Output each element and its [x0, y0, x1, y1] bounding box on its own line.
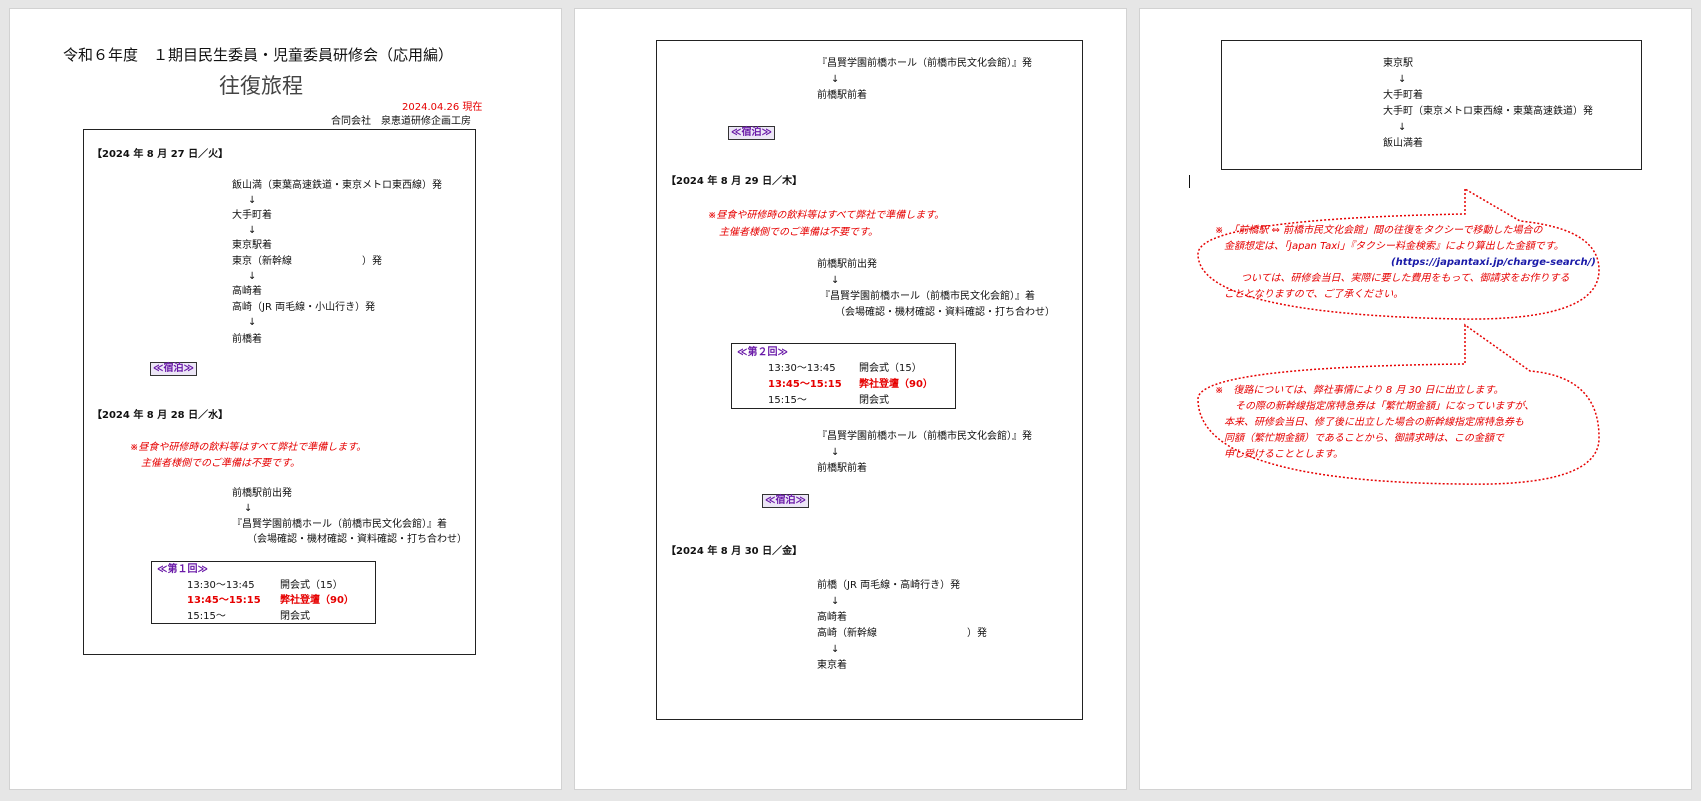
callout-2-text: その際の新幹線指定席特急券は「繁忙期金額」になっていますが、 [1235, 401, 1535, 412]
itinerary-step-detail: （会場確認・機材確認・資料確認・打ち合わせ） [835, 307, 1055, 318]
catering-note-sub: 主催者様側でのご準備は不要です。 [719, 227, 878, 238]
itinerary-step: 『昌賢学園前橋ホール（前橋市民文化会館）』着 [820, 291, 1035, 302]
callout-1-text: ついては、研修会当日、実際に要した費用をもって、御請求をお作りする [1241, 273, 1570, 284]
stay-label: ≪宿泊≫ [762, 494, 809, 508]
session-label: 開会式（15） [859, 363, 922, 374]
down-arrow-icon: ↓ [1398, 74, 1407, 85]
itinerary-step: 高崎着 [232, 286, 262, 297]
itinerary-step: 高崎（JR 両毛線・小山行き）発 [232, 302, 376, 313]
down-arrow-icon: ↓ [831, 596, 840, 607]
document-page-1: 令和６年度 １期目民生委員・児童委員研修会（応用編） 往復旅程 2024.04.… [9, 8, 562, 790]
down-arrow-icon: ↓ [831, 644, 840, 655]
stay-label: ≪宿泊≫ [728, 126, 775, 140]
company-name: 合同会社 泉恵道研修企画工房 [331, 116, 471, 127]
down-arrow-icon: ↓ [831, 275, 840, 286]
session-box-2: ≪第２回≫ 13:30～13:45 開会式（15） 13:45～15:15 弊社… [731, 343, 956, 409]
itinerary-step: 『昌賢学園前橋ホール（前橋市民文化会館）』着 [232, 519, 447, 530]
itinerary-step: 前橋駅前着 [817, 90, 867, 101]
down-arrow-icon: ↓ [248, 195, 257, 206]
session-label: 開会式（15） [280, 580, 343, 591]
taxi-fare-link[interactable]: (https://japantaxi.jp/charge-search/) [1391, 257, 1596, 268]
itinerary-step: 東京着 [817, 660, 847, 671]
status-date: 2024.04.26 現在 [402, 102, 483, 113]
down-arrow-icon: ↓ [248, 225, 257, 236]
itinerary-box: 【2024 年 8 月 27 日／火】 飯山満（東葉高速鉄道・東京メトロ東西線）… [83, 129, 476, 655]
itinerary-step: 前橋駅前着 [817, 463, 867, 474]
document-title: 令和６年度 １期目民生委員・児童委員研修会（応用編） [63, 46, 454, 64]
document-subtitle: 往復旅程 [219, 74, 303, 98]
day-heading-aug30: 【2024 年 8 月 30 日／金】 [666, 546, 803, 557]
itinerary-box: 『昌賢学園前橋ホール（前橋市民文化会館）』発 ↓ 前橋駅前着 ≪宿泊≫ 【202… [656, 40, 1083, 720]
itinerary-step: 『昌賢学園前橋ホール（前橋市民文化会館）』発 [817, 58, 1032, 69]
itinerary-step: 大手町着 [1383, 90, 1423, 101]
session-box-1: ≪第１回≫ 13:30～13:45 開会式（15） 13:45～15:15 弊社… [151, 561, 376, 624]
session-label: 閉会式 [859, 395, 889, 406]
catering-note: ※昼食や研修時の飲料等はすべて弊社で準備します。 [708, 210, 945, 221]
day-heading-aug28: 【2024 年 8 月 28 日／水】 [92, 410, 229, 421]
callout-bubble-1 [1197, 187, 1600, 320]
session-label: 閉会式 [280, 611, 310, 622]
down-arrow-icon: ↓ [831, 447, 840, 458]
itinerary-step: 前橋駅前出発 [817, 259, 877, 270]
catering-note-sub: 主催者様側でのご準備は不要です。 [141, 458, 300, 469]
text-cursor [1189, 175, 1190, 188]
day-heading-aug27: 【2024 年 8 月 27 日／火】 [92, 149, 229, 160]
down-arrow-icon: ↓ [248, 271, 257, 282]
callout-1-text: 金額想定は、「Japan Taxi」『タクシー料金検索』により算出した金額です。 [1224, 241, 1564, 252]
stay-label: ≪宿泊≫ [150, 362, 197, 376]
day-heading-aug29: 【2024 年 8 月 29 日／木】 [666, 176, 803, 187]
callout-2-text: ※ 復路については、弊社事情により 8 月 30 日に出立します。 [1215, 385, 1504, 396]
itinerary-step: 大手町（東京メトロ東西線・東葉高速鉄道）発 [1383, 106, 1593, 117]
callout-1-text: こととなりますので、ご了承ください。 [1224, 289, 1404, 300]
callout-bubble-2 [1197, 323, 1600, 485]
itinerary-step-detail: （会場確認・機材確認・資料確認・打ち合わせ） [247, 534, 467, 545]
itinerary-step: 飯山満着 [1383, 138, 1423, 149]
callout-2-text: 同額（繁忙期金額）であることから、御請求時は、この金額で [1224, 433, 1504, 444]
itinerary-step: 高崎着 [817, 612, 847, 623]
down-arrow-icon: ↓ [248, 317, 257, 328]
itinerary-step: 東京駅着 [232, 240, 272, 251]
callout-2-text: 本来、研修会当日、修了後に出立した場合の新幹線指定席特急券も [1224, 417, 1524, 428]
itinerary-step: 高崎（新幹線 ）発 [817, 628, 987, 639]
session-time: 13:30～13:45 [768, 363, 836, 374]
session-title: ≪第１回≫ [157, 564, 208, 575]
itinerary-step: 前橋着 [232, 334, 262, 345]
session-time: 13:45～15:15 [187, 595, 261, 606]
itinerary-box: 東京駅 ↓ 大手町着 大手町（東京メトロ東西線・東葉高速鉄道）発 ↓ 飯山満着 [1221, 40, 1642, 170]
document-page-2: 『昌賢学園前橋ホール（前橋市民文化会館）』発 ↓ 前橋駅前着 ≪宿泊≫ 【202… [574, 8, 1127, 790]
document-page-3: 東京駅 ↓ 大手町着 大手町（東京メトロ東西線・東葉高速鉄道）発 ↓ 飯山満着 … [1139, 8, 1692, 790]
session-time: 13:45～15:15 [768, 379, 842, 390]
session-label: 弊社登壇（90） [859, 379, 933, 390]
itinerary-step: 東京（新幹線 ）発 [232, 256, 382, 267]
catering-note: ※昼食や研修時の飲料等はすべて弊社で準備します。 [130, 442, 367, 453]
down-arrow-icon: ↓ [1398, 122, 1407, 133]
session-time: 15:15～ [768, 395, 807, 406]
callout-1-text: ※ 「前橋駅 ⇔ 前橋市民文化会館」間の往復をタクシーで移動した場合の [1215, 225, 1543, 236]
session-label: 弊社登壇（90） [280, 595, 354, 606]
session-time: 13:30～13:45 [187, 580, 255, 591]
session-title: ≪第２回≫ [737, 347, 788, 358]
callout-shapes [1197, 187, 1600, 485]
itinerary-step: 前橋（JR 両毛線・高崎行き）発 [817, 580, 961, 591]
down-arrow-icon: ↓ [831, 74, 840, 85]
itinerary-step: 『昌賢学園前橋ホール（前橋市民文化会館）』発 [817, 431, 1032, 442]
callout-2-text: 申し受けることとします。 [1224, 449, 1343, 460]
itinerary-step: 大手町着 [232, 210, 272, 221]
session-time: 15:15～ [187, 611, 226, 622]
itinerary-step: 東京駅 [1383, 58, 1413, 69]
itinerary-step: 前橋駅前出発 [232, 488, 292, 499]
itinerary-step: 飯山満（東葉高速鉄道・東京メトロ東西線）発 [232, 180, 442, 191]
down-arrow-icon: ↓ [244, 503, 253, 514]
